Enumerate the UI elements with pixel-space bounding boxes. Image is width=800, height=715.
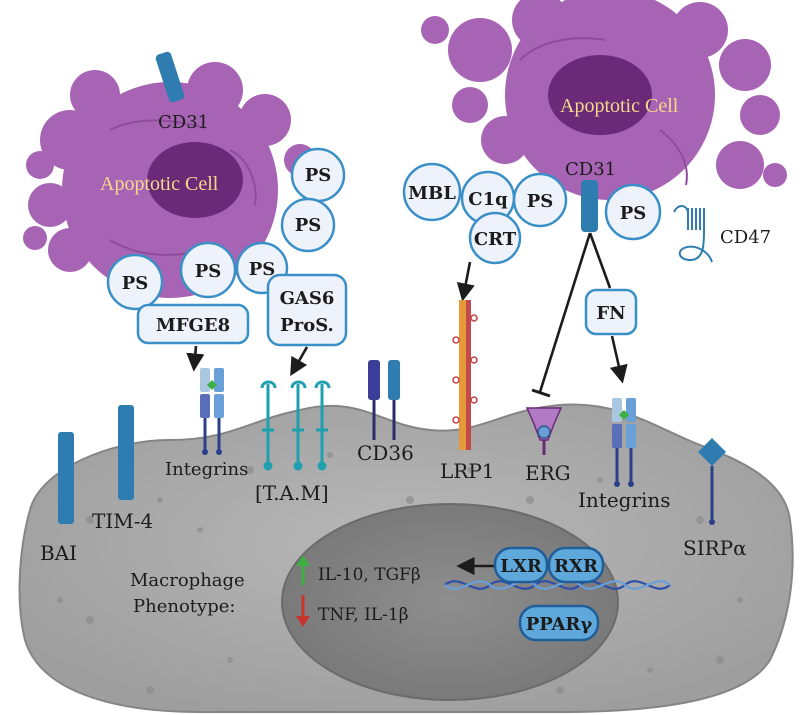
cd36-receptor bbox=[368, 360, 400, 440]
svg-text:MBL: MBL bbox=[408, 183, 456, 204]
arrow-crt-lrp1 bbox=[456, 261, 475, 302]
macrophage-nucleus bbox=[281, 503, 619, 701]
mbl-bubble: MBL bbox=[402, 162, 462, 222]
ps-bubble: PS bbox=[512, 172, 568, 228]
left-cell-nucleus bbox=[147, 142, 243, 218]
right-cell-nucleus bbox=[548, 55, 652, 135]
right-cell-title: Apoptotic Cell bbox=[560, 95, 679, 117]
bai-label: BAI bbox=[40, 541, 77, 565]
gas6-pros-bridge: GAS6 ProS. bbox=[266, 273, 348, 347]
svg-text:PS: PS bbox=[295, 215, 322, 236]
mfge8-bridge: MFGE8 bbox=[136, 303, 250, 345]
integrins-right-label: Integrins bbox=[578, 488, 671, 512]
up-arrow-icon bbox=[296, 555, 310, 585]
integrins-left-label: Integrins bbox=[165, 459, 248, 480]
svg-text:LXR: LXR bbox=[500, 556, 543, 577]
cd36-label: CD36 bbox=[357, 441, 414, 465]
svg-text:PS: PS bbox=[305, 165, 332, 186]
sirpa-label: SIRPα bbox=[683, 536, 747, 560]
left-cd31-label: CD31 bbox=[158, 112, 209, 133]
svg-text:PS: PS bbox=[249, 259, 276, 280]
pparg-receptor: PPARγ bbox=[518, 604, 600, 642]
svg-text:PS: PS bbox=[620, 203, 647, 224]
left-integrin-receptor bbox=[200, 368, 224, 455]
tim4-receptor bbox=[118, 405, 134, 500]
left-cd31-receptor bbox=[155, 51, 185, 103]
left-ps-bubbles: PS PS PS PS PS bbox=[106, 147, 346, 311]
right-cd31-label: CD31 bbox=[565, 159, 616, 180]
right-cd31-receptor bbox=[581, 180, 598, 232]
tam-receptors bbox=[260, 380, 331, 471]
dna-helix bbox=[444, 580, 671, 590]
ps-bubble: PS bbox=[604, 183, 662, 241]
phenotype-label-line1: Macrophage bbox=[130, 570, 245, 591]
svg-text:MFGE8: MFGE8 bbox=[156, 315, 230, 336]
crt-bubble: CRT bbox=[468, 211, 522, 265]
upregulated-label: IL-10, TGFβ bbox=[318, 565, 421, 585]
tam-label: [T.A.M] bbox=[255, 481, 329, 505]
ps-bubble: PS bbox=[179, 241, 237, 299]
right-integrin-receptor bbox=[612, 398, 636, 487]
cd47-receptor bbox=[673, 205, 713, 263]
down-arrow-icon bbox=[296, 595, 310, 627]
svg-text:PS: PS bbox=[195, 261, 222, 282]
rxr-receptor: RXR bbox=[547, 546, 605, 584]
left-cell-title: Apoptotic Cell bbox=[100, 173, 219, 195]
fn-bridge: FN bbox=[584, 288, 638, 336]
left-apoptotic-cell bbox=[23, 62, 316, 298]
arrow-gas6-tam bbox=[290, 346, 309, 377]
tim4-label: TIM-4 bbox=[92, 509, 153, 533]
svg-text:RXR: RXR bbox=[554, 556, 599, 577]
svg-text:GAS6: GAS6 bbox=[280, 288, 335, 309]
c1q-bubble: C1q bbox=[460, 170, 516, 226]
erg-receptor bbox=[525, 407, 563, 455]
lrp1-receptor bbox=[452, 300, 478, 450]
inhibit-line-erg bbox=[538, 232, 592, 393]
downregulated-label: TNF, IL-1β bbox=[318, 605, 409, 625]
right-ligand-bubbles: MBL C1q PS CRT PS bbox=[402, 162, 662, 265]
phenotype-label-line2: Phenotype: bbox=[133, 596, 235, 617]
right-apoptotic-cell bbox=[421, 0, 787, 200]
erg-label: ERG bbox=[525, 461, 571, 485]
bai-receptor bbox=[58, 432, 74, 524]
svg-text:PS: PS bbox=[122, 273, 149, 294]
svg-text:PS: PS bbox=[527, 191, 554, 212]
line-cd31-fn bbox=[588, 232, 612, 289]
arrow-mfge8-integrins bbox=[186, 345, 205, 372]
ps-bubble: PS bbox=[290, 147, 346, 203]
svg-text:ProS.: ProS. bbox=[280, 315, 334, 336]
cd47-label: CD47 bbox=[720, 227, 771, 248]
sirpa-receptor bbox=[698, 438, 726, 525]
svg-text:C1q: C1q bbox=[468, 189, 508, 210]
svg-text:CRT: CRT bbox=[474, 229, 517, 250]
ps-bubble: PS bbox=[106, 253, 164, 311]
cytoplasm-granules bbox=[57, 452, 743, 694]
ps-bubble: PS bbox=[280, 197, 336, 253]
svg-text:FN: FN bbox=[596, 303, 625, 324]
lrp1-label: LRP1 bbox=[440, 459, 495, 483]
lxr-receptor: LXR bbox=[493, 546, 549, 584]
inhibit-bar-erg bbox=[531, 388, 551, 398]
svg-text:PPARγ: PPARγ bbox=[526, 614, 593, 635]
arrow-fn-integrins bbox=[609, 335, 628, 384]
